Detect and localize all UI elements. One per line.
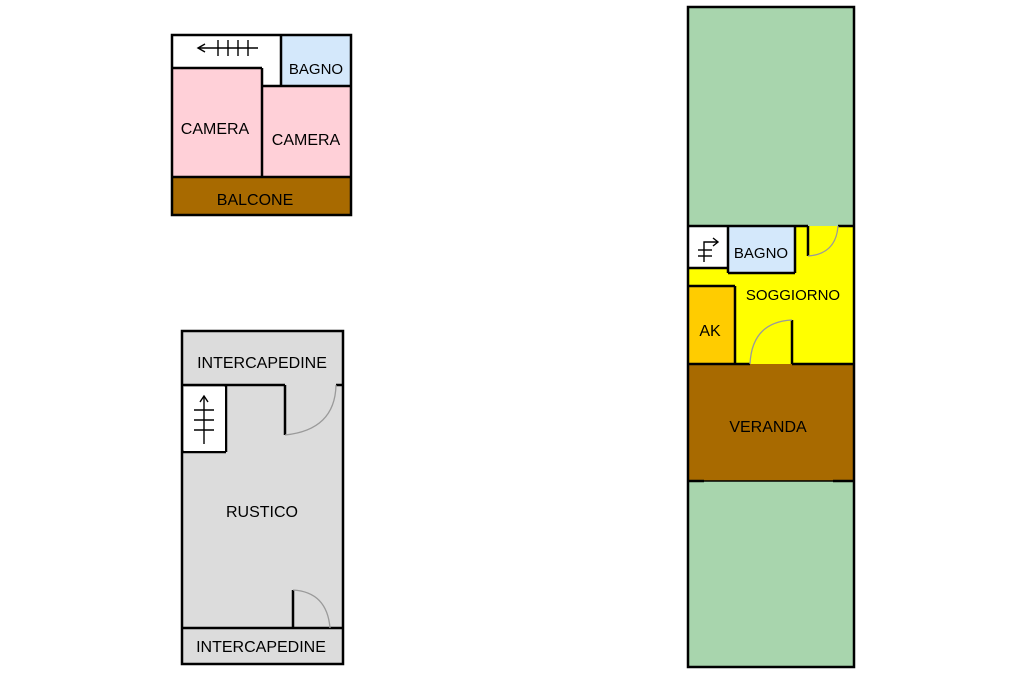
ground-bagno-room [728, 226, 795, 273]
camera-right-room [262, 86, 351, 177]
ground-stair-box [688, 226, 728, 268]
veranda-label: VERANDA [729, 419, 807, 436]
camera-left-label: CAMERA [181, 121, 250, 138]
garden-bottom [688, 481, 854, 667]
upper-bagno-label: BAGNO [289, 61, 343, 78]
ground-bagno-label: BAGNO [734, 245, 788, 262]
basement-stair-icon [184, 387, 225, 451]
ground-stair-arrow-icon [698, 237, 720, 262]
rustico-label: RUSTICO [226, 504, 298, 521]
ground-garden-door-icon [807, 225, 839, 257]
upper-bagno-room [281, 35, 351, 86]
balcone-label: BALCONE [217, 192, 293, 209]
basement-bottom-door-icon [292, 589, 331, 629]
ground-floor-plan: BAGNO SOGGIORNO AK VERANDA [686, 5, 856, 669]
camera-right-label: CAMERA [272, 132, 341, 149]
upper-floor-outer-wall [170, 33, 353, 217]
veranda-room [688, 364, 854, 481]
upper-floor-plan: BAGNO CAMERA CAMERA BALCONE [170, 33, 353, 217]
soggiorno-label: SOGGIORNO [746, 287, 840, 304]
intercapedine-top-label: INTERCAPEDINE [197, 355, 327, 372]
intercapedine-bottom-label: INTERCAPEDINE [196, 639, 326, 656]
basement-outer-wall [180, 329, 345, 666]
basement-top-door-icon [284, 384, 337, 436]
balcone-room [172, 177, 351, 215]
upper-stair-arrow-icon [196, 40, 258, 56]
ground-floor-outer-wall [686, 5, 856, 669]
ak-label: AK [699, 323, 721, 340]
camera-left-room [172, 68, 262, 177]
garden-top [688, 7, 854, 226]
ak-room [688, 286, 735, 364]
ground-soggiorno-door-icon [749, 319, 793, 365]
rustico-room [182, 331, 343, 664]
basement-plan: INTERCAPEDINE RUSTICO INTERCAPEDINE [180, 329, 345, 666]
